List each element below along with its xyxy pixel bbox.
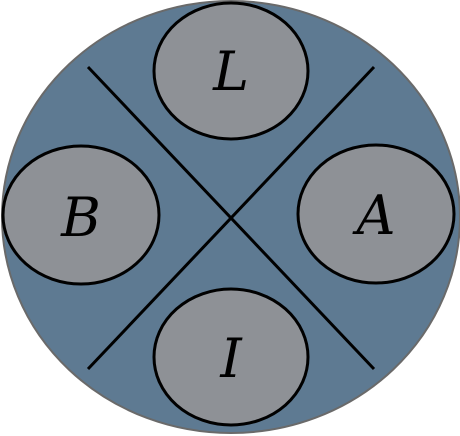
- node-bottom: I: [152, 287, 310, 427]
- node-top-label: L: [212, 40, 249, 103]
- node-left-label: B: [60, 186, 101, 249]
- node-left: B: [1, 144, 161, 286]
- diagonal-line-2: [86, 65, 376, 371]
- node-right-label: A: [352, 184, 396, 247]
- node-right: A: [296, 143, 456, 285]
- node-bottom-label: I: [219, 327, 243, 390]
- node-top: L: [152, 1, 310, 141]
